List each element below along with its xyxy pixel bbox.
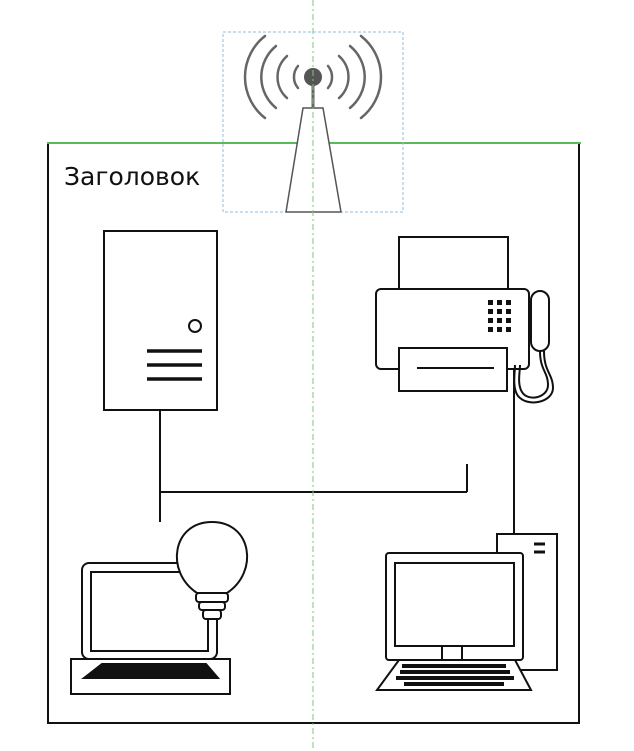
laptop-icon[interactable] [70,562,231,695]
fax-machine-icon[interactable] [375,236,555,404]
container-title[interactable]: Заголовок [64,162,200,191]
desktop-computer-icon[interactable] [375,533,558,691]
light-bulb-icon[interactable] [175,520,249,620]
server-tower-icon[interactable] [103,230,218,411]
wifi-antenna-icon[interactable] [222,31,404,213]
